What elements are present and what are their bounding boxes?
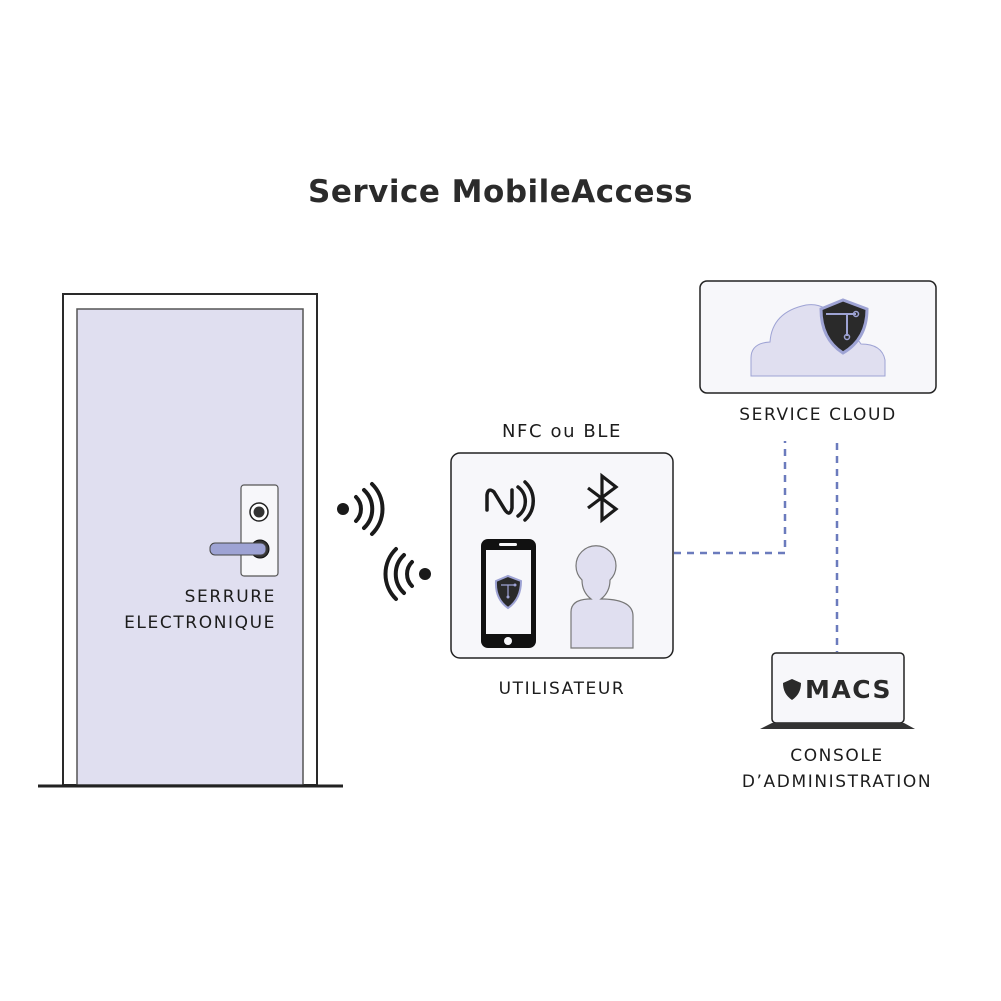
door [38,293,343,788]
console-label-line2: D’ADMINISTRATION [741,772,933,792]
diagram-title: Service MobileAccess [308,174,693,210]
connection-lines [674,441,839,652]
shield-icon [819,298,869,355]
user-label: UTILISATEUR [498,679,626,699]
macs-logo-icon [783,679,801,700]
user-icon [570,545,634,649]
electronic-lock-icon [209,484,279,577]
signal-in-icon [383,547,431,601]
signal-out-icon [337,482,385,536]
cloud-box [699,280,937,394]
door-label-line1: SERRURE [184,587,276,607]
smartphone-icon [481,539,536,648]
cloud-label: SERVICE CLOUD [739,405,897,425]
user-cloud-connector [674,441,787,555]
console-label-line1: CONSOLE [790,746,884,766]
shield-icon [494,574,523,610]
macs-logo-text: MACS [805,675,893,704]
nfc-icon [485,480,535,522]
user-box [450,452,674,659]
protocol-label: NFC ou BLE [501,421,622,442]
bluetooth-icon [587,472,619,524]
laptop-icon [760,652,915,729]
door-label-line2: ELECTRONIQUE [124,613,276,633]
